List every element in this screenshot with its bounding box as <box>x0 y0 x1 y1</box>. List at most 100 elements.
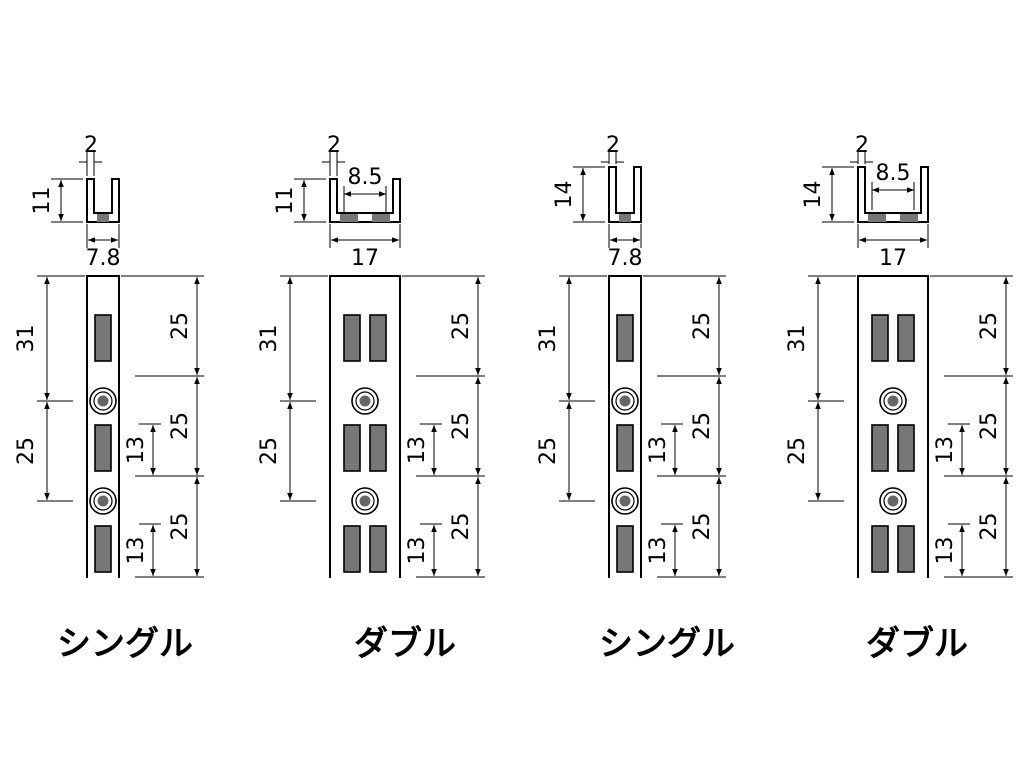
hole-pin <box>887 395 899 407</box>
left-dim-31-label: 31 <box>536 325 561 353</box>
inner-width-label: 8.5 <box>876 161 911 186</box>
right-dim-25-label-1: 25 <box>690 312 715 340</box>
slot-right-1 <box>369 314 387 362</box>
hole-pin <box>619 495 631 507</box>
slot-3 <box>94 525 112 573</box>
height-label: 14 <box>552 181 577 209</box>
rail-body <box>857 275 929 588</box>
profile-inner-fill-right <box>900 214 918 222</box>
rail-front-view <box>607 275 643 590</box>
pitch-dim-13-label-1: 13 <box>405 436 430 464</box>
mounting-hole-1 <box>89 387 117 415</box>
slot-2 <box>94 424 112 472</box>
right-dim-25-label-2: 25 <box>977 412 1002 440</box>
cross-section-profile: 2 8.5 11 17 <box>273 133 401 271</box>
slot-left-2 <box>343 424 361 472</box>
top-width-label: 2 <box>327 133 341 158</box>
slot-2 <box>616 424 634 472</box>
cross-section-profile: 2 11 7.8 <box>30 133 121 271</box>
mounting-hole-1 <box>879 387 907 415</box>
panel-double-2: 2 8.5 11 17 31 25 25 25 25 13 13 <box>257 133 485 590</box>
mounting-hole-1 <box>611 387 639 415</box>
bottom-width-label: 17 <box>879 246 907 271</box>
panel-single-3: 2 14 7.8 31 25 25 25 25 13 13 <box>536 133 726 590</box>
profile-inner-fill-left <box>340 214 358 222</box>
slot-left-1 <box>343 314 361 362</box>
slot-right-3 <box>369 525 387 573</box>
rail-body <box>329 275 401 588</box>
mounting-hole-2 <box>351 487 379 515</box>
profile-inner-fill <box>619 214 631 222</box>
rail-front-view <box>85 275 121 590</box>
profile-inner-fill-left <box>868 214 886 222</box>
slot-left-3 <box>871 525 889 573</box>
right-dim-25-label-1: 25 <box>977 312 1002 340</box>
right-dim-25-label-2: 25 <box>168 412 193 440</box>
rail-cutoff <box>85 578 121 590</box>
left-dim-25-label: 25 <box>785 437 810 465</box>
height-label: 14 <box>801 181 826 209</box>
hole-pin <box>97 495 109 507</box>
bottom-width-label: 7.8 <box>86 246 121 271</box>
left-dim-31-label: 31 <box>785 325 810 353</box>
slot-right-3 <box>897 525 915 573</box>
left-dim-25-label: 25 <box>536 437 561 465</box>
left-dim-31-label: 31 <box>257 325 282 353</box>
slot-1 <box>616 314 634 362</box>
pitch-dim-13-label-2: 13 <box>405 537 430 565</box>
left-dim-31-label: 31 <box>14 325 39 353</box>
mounting-hole-1 <box>351 387 379 415</box>
mounting-hole-2 <box>611 487 639 515</box>
slot-right-2 <box>369 424 387 472</box>
right-dim-25-label-2: 25 <box>449 412 474 440</box>
right-dim-25-label-1: 25 <box>168 312 193 340</box>
profile-inner-fill <box>97 214 109 222</box>
caption-double-1: ダブル <box>354 624 456 664</box>
right-dim-25-label-3: 25 <box>690 513 715 541</box>
left-dim-25-label: 25 <box>257 437 282 465</box>
slot-right-1 <box>897 314 915 362</box>
profile-inner-fill-right <box>372 214 390 222</box>
slot-1 <box>94 314 112 362</box>
slot-right-2 <box>897 424 915 472</box>
top-width-label: 2 <box>84 133 98 158</box>
rail-front-view <box>328 275 402 590</box>
pitch-dim-13-label-2: 13 <box>124 537 149 565</box>
mounting-hole-2 <box>89 487 117 515</box>
left-dim-25-label: 25 <box>14 437 39 465</box>
pitch-dim-13-label-2: 13 <box>933 537 958 565</box>
caption-single-2: シングル <box>599 624 735 664</box>
right-dim-25-label-1: 25 <box>449 312 474 340</box>
height-label: 11 <box>273 187 298 215</box>
slot-left-2 <box>871 424 889 472</box>
rail-front-view <box>856 275 930 590</box>
bottom-width-label: 7.8 <box>608 246 643 271</box>
top-width-label: 2 <box>606 133 620 158</box>
hole-pin <box>359 495 371 507</box>
pitch-dim-13-label-2: 13 <box>646 537 671 565</box>
hole-pin <box>359 395 371 407</box>
slot-left-1 <box>871 314 889 362</box>
pitch-dim-13-label-1: 13 <box>646 436 671 464</box>
slot-3 <box>616 525 634 573</box>
profile-outline <box>608 166 642 223</box>
hole-pin <box>619 395 631 407</box>
mounting-hole-2 <box>879 487 907 515</box>
rail-cutoff <box>328 578 402 590</box>
cross-section-profile: 2 14 7.8 <box>552 133 643 271</box>
right-dim-25-label-2: 25 <box>690 412 715 440</box>
pitch-dim-13-label-1: 13 <box>933 436 958 464</box>
right-dim-25-label-3: 25 <box>449 513 474 541</box>
rail-cutoff <box>856 578 930 590</box>
inner-width-label: 8.5 <box>348 165 383 190</box>
bottom-width-label: 17 <box>351 246 379 271</box>
height-label: 11 <box>30 187 55 215</box>
caption-single-1: シングル <box>57 624 193 664</box>
pitch-dim-13-label-1: 13 <box>124 436 149 464</box>
caption-double-2: ダブル <box>866 624 968 664</box>
slot-left-3 <box>343 525 361 573</box>
